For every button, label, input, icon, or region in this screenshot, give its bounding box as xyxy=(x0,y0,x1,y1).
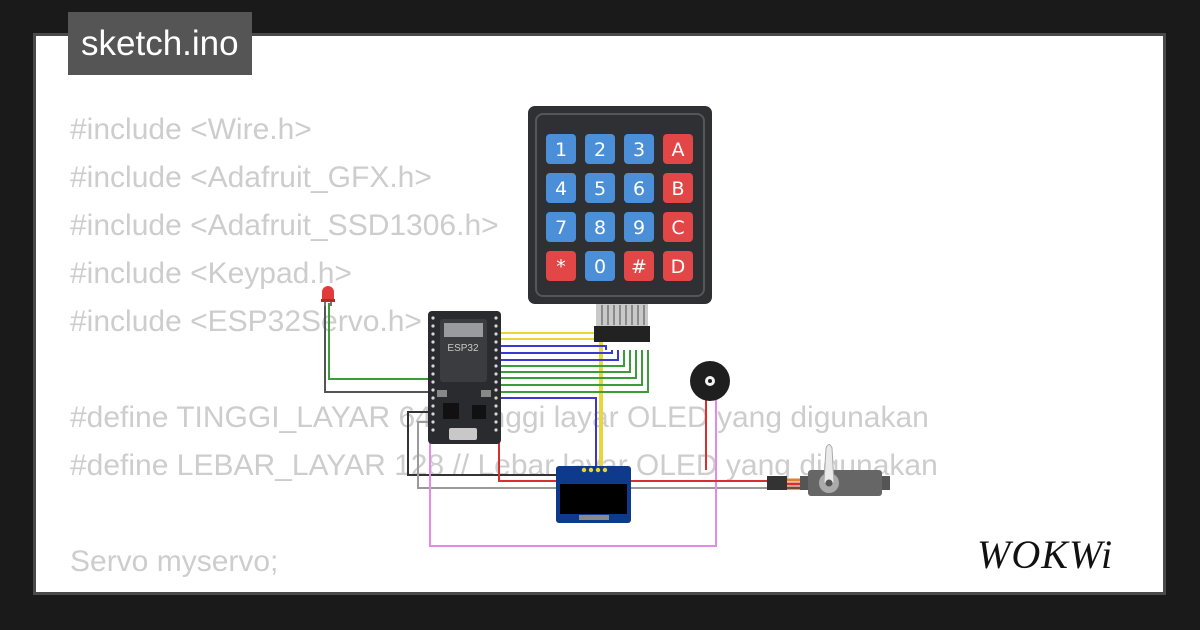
keypad-key[interactable]: 8 xyxy=(585,212,615,242)
keypad-key[interactable]: D xyxy=(663,251,693,281)
keypad-key-label: 1 xyxy=(555,139,567,161)
wires xyxy=(324,303,770,547)
keypad-key-label: 6 xyxy=(633,178,645,200)
keypad-key[interactable]: 2 xyxy=(585,134,615,164)
keypad-key[interactable]: * xyxy=(546,251,576,281)
keypad-key[interactable]: 5 xyxy=(585,173,615,203)
file-tab[interactable]: sketch.ino xyxy=(68,12,252,75)
code-line: #include <Keypad.h> xyxy=(70,257,352,290)
keypad-key-label: 5 xyxy=(594,178,606,200)
keypad-key[interactable]: 0 xyxy=(585,251,615,281)
keypad-key-label: A xyxy=(672,139,685,161)
keypad-key-label: 0 xyxy=(594,256,606,278)
keypad-key-label: 9 xyxy=(633,217,645,239)
keypad-key[interactable]: 7 xyxy=(546,212,576,242)
code-line: #include <Wire.h> xyxy=(70,113,312,146)
keypad-key-label: 3 xyxy=(633,139,645,161)
keypad-key[interactable]: 1 xyxy=(546,134,576,164)
keypad-key[interactable]: # xyxy=(624,251,654,281)
buzzer[interactable] xyxy=(690,361,730,401)
keypad-key[interactable]: 3 xyxy=(624,134,654,164)
keypad-key-label: 7 xyxy=(555,217,567,239)
keypad-key-label: # xyxy=(631,256,647,278)
keypad-key-label: 8 xyxy=(594,217,606,239)
keypad-key[interactable]: 6 xyxy=(624,173,654,203)
keypad-key-label: * xyxy=(556,256,566,278)
keypad-key[interactable]: B xyxy=(663,173,693,203)
code-line: #include <Adafruit_GFX.h> xyxy=(70,161,432,194)
wokwi-logo-text: WOKWi xyxy=(977,532,1113,577)
keypad-4x4[interactable]: 1 2 3 A 4 5 6 B 7 8 9 C * 0 # D xyxy=(528,106,712,342)
esp32-board[interactable]: ESP32 xyxy=(428,311,501,444)
keypad-key-label: B xyxy=(671,178,684,200)
code-line: Servo myservo; xyxy=(70,545,279,578)
keypad-key[interactable]: 4 xyxy=(546,173,576,203)
code-line: #include <ESP32Servo.h> xyxy=(70,305,422,338)
keypad-key[interactable]: 9 xyxy=(624,212,654,242)
keypad-key-label: D xyxy=(671,256,686,278)
code-line: #include <Adafruit_SSD1306.h> xyxy=(70,209,499,242)
oled-display[interactable] xyxy=(556,466,631,523)
keypad-key-label: C xyxy=(671,217,684,239)
keypad-key[interactable]: A xyxy=(663,134,693,164)
keypad-key[interactable]: C xyxy=(663,212,693,242)
servo-motor[interactable] xyxy=(767,444,890,497)
led[interactable] xyxy=(321,286,335,306)
keypad-key-label: 2 xyxy=(594,139,606,161)
wokwi-logo[interactable]: WOKWi xyxy=(977,528,1152,578)
keypad-key-label: 4 xyxy=(555,178,567,200)
esp32-label: ESP32 xyxy=(447,343,479,354)
